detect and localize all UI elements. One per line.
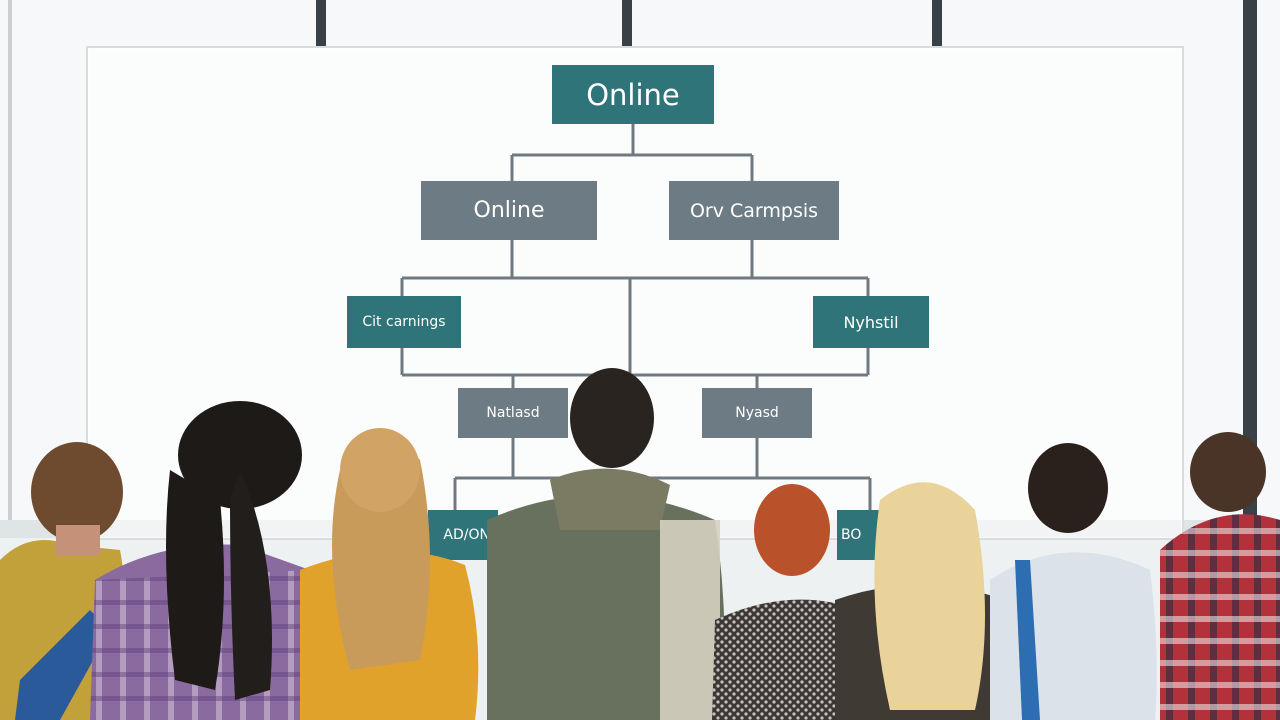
person-plaid-shirt [90,401,315,720]
level5-node-left: AD/ON [428,510,498,560]
person-white-shirt [990,443,1157,720]
level2-node-label: Orv Carmpsis [689,199,819,222]
level2-node-online: Online [421,181,597,240]
person-blonde [835,482,1012,720]
level4-node-label: Nyasd [735,405,779,421]
level2-node-label: Online [473,198,545,223]
root-node: Online [552,65,714,124]
level4-node-left: Natlasd [458,388,568,438]
level5-node-label: AD/ON [443,527,490,543]
root-node-label: Online [586,77,680,112]
level2-node-campus: Orv Carmpsis [669,181,839,240]
level3-node-label: Nyhstil [843,312,899,332]
person-right-plaid [1160,432,1280,720]
level5-node-label: BO [841,527,862,543]
person-yellow-top [300,428,479,720]
person-red-hair [712,484,869,720]
level4-node-right: Nyasd [702,388,812,438]
level3-node-right: Nyhstil [813,296,929,348]
person-center-hoodie [487,368,725,720]
level3-node-label: Cit carnings [362,314,446,330]
level3-node-left: Cit carnings [347,296,461,348]
level4-node-label: Natlasd [486,405,540,421]
people-group [0,368,1280,720]
